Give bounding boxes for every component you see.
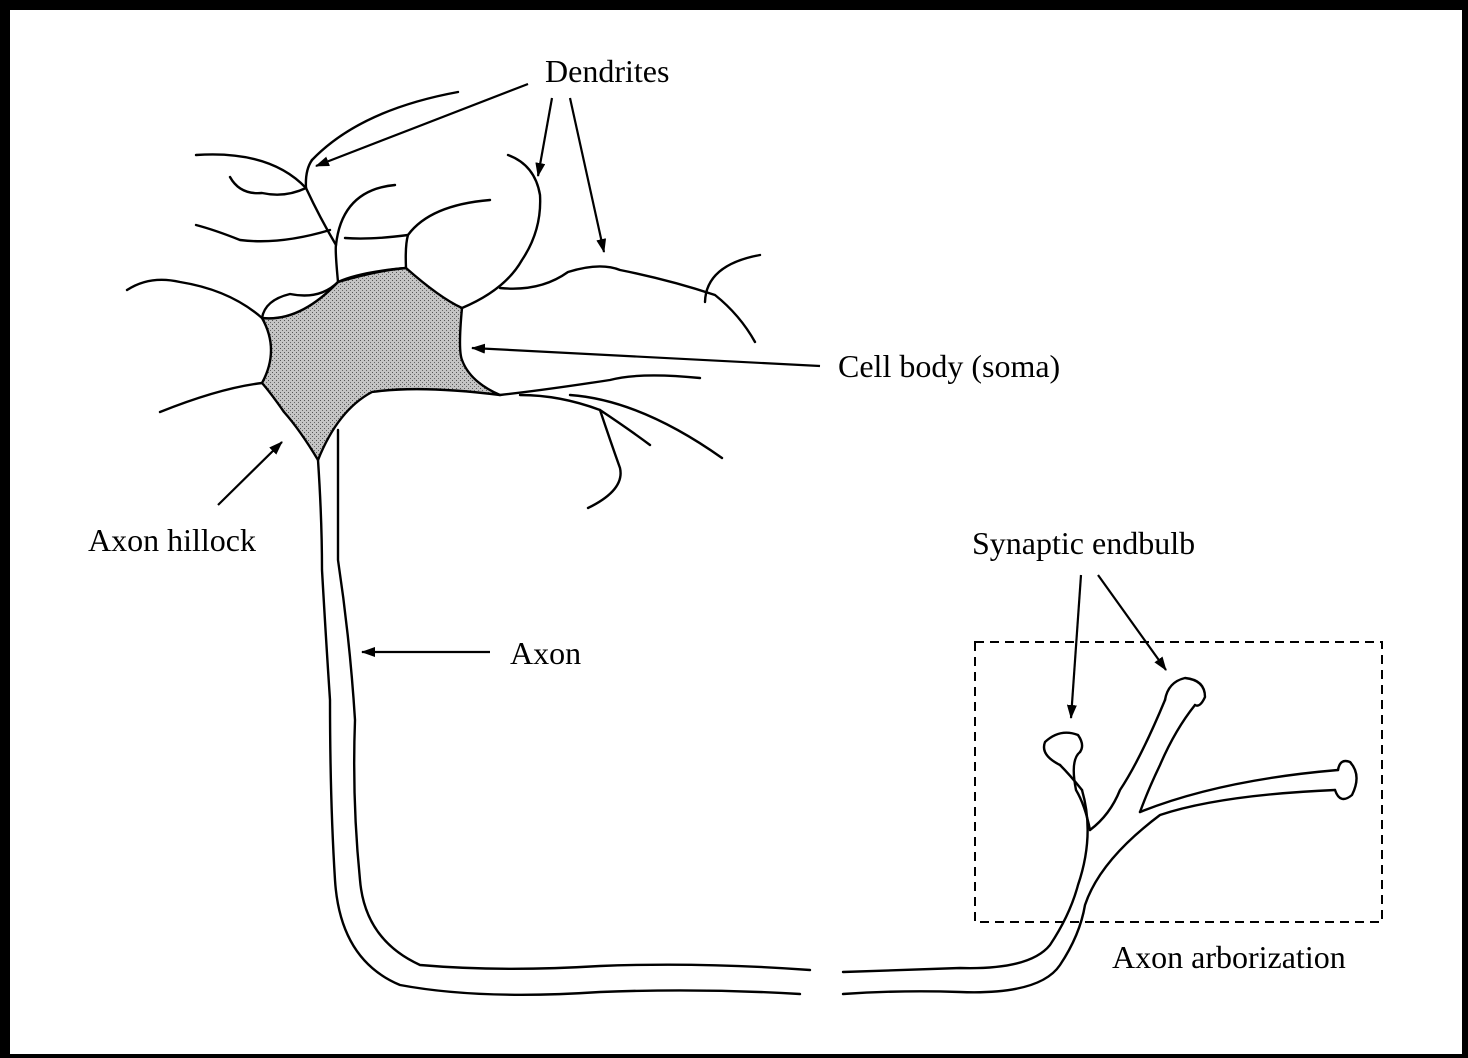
axon-arborization-box [975,642,1382,922]
soma [262,268,500,460]
synaptic-endbulb-label: Synaptic endbulb [972,527,1195,559]
axon-hillock-label: Axon hillock [88,524,256,556]
axon-label: Axon [510,637,581,669]
axon-arborization-label: Axon arborization [1112,941,1346,973]
dendrites-label: Dendrites [545,55,669,87]
cell-body-label: Cell body (soma) [838,350,1060,382]
axon-shaft [318,430,1338,995]
synaptic-endbulbs [1044,678,1357,799]
